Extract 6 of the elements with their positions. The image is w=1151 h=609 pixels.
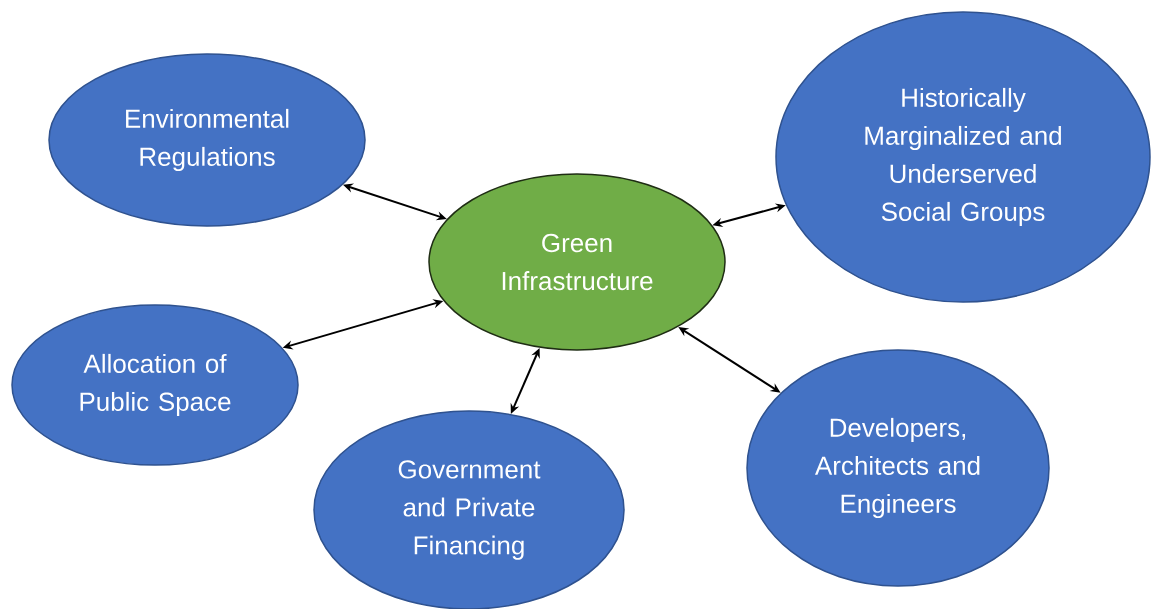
- ellipse-node: Historically Marginalized and Underserved Social Groups: [775, 11, 1151, 303]
- ellipse-node: Green Infrastructure: [428, 173, 726, 351]
- ellipse-node: Developers, Architects and Engineers: [746, 349, 1050, 587]
- ellipse-node: Environmental Regulations: [48, 53, 366, 227]
- ellipse-node: Government and Private Financing: [313, 410, 625, 609]
- ellipse-node: Allocation of Public Space: [11, 304, 299, 466]
